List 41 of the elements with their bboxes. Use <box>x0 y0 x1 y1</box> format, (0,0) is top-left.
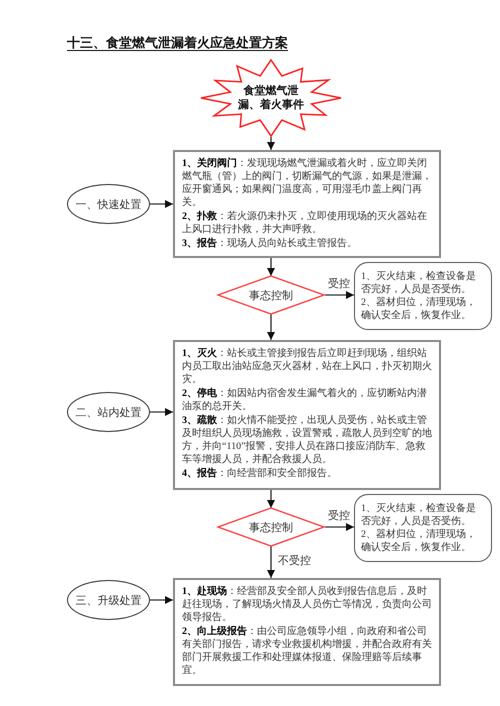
step-text: 3、报告：现场人员向站长或主管报告。 <box>182 237 358 250</box>
arrow <box>267 314 275 340</box>
result-text: 2、器材归位，清理现场，确认安全后，恢复作业。 <box>361 296 477 322</box>
step-text: 1、关闭阀门：发现现场燃气泄漏或着火时，应立即关闭燃气瓶（管）上的阀门，切断漏气的气源，如果是泄漏，应开窗通风；如果阀门温度高，可用湿毛巾盖上阀门再关。 <box>182 157 432 209</box>
step-box <box>173 578 441 686</box>
step-text: 2、停电：如因站内宿舍发生漏气着火的，应切断站内潜油泵的总开关。 <box>182 387 428 413</box>
result-box <box>354 494 492 562</box>
decision-diamond <box>218 276 324 314</box>
page-title: 十三、食堂燃气泄漏着火应急处置方案 <box>67 34 288 52</box>
edge-label: 不受控 <box>277 555 312 568</box>
edge-label: 受控 <box>327 510 351 523</box>
step-text: 2、向上级报告：由公司应急领导小组，向政府和省公司有关部门报告，请求专业救援机构增援，并配合政府有关部门开展救援工作和处理媒体报道、保险理赔等后续事宜。 <box>182 625 432 677</box>
stage-label: 一、快速处置 <box>76 198 142 212</box>
decision-label: 事态控制 <box>249 520 293 534</box>
arrow <box>150 596 173 604</box>
decision-diamond <box>218 508 324 546</box>
step-text: 1、赴现场：经营部及安全部人员收到报告信息后，及时赶往现场，了解现场火情及人员伤亡等情况，负责向公司领导报告。 <box>182 585 432 624</box>
arrow <box>267 258 275 276</box>
event-label: 食堂燃气泄漏、着火事件 <box>238 84 304 112</box>
arrow <box>150 408 173 416</box>
stage-label: 三、升级处置 <box>76 594 142 608</box>
stage-label: 二、站内处置 <box>76 406 142 420</box>
arrow <box>267 490 275 508</box>
step-text: 4、报告：向经营部和安全部报告。 <box>182 467 338 480</box>
starburst-shape <box>201 60 341 136</box>
arrow <box>324 523 354 531</box>
step-text: 2、扑救：若火源仍未扑灭，立即使用现场的灭火器站在上风口进行扑救，并大声呼救。 <box>182 210 428 236</box>
result-text: 2、器材归位，清理现场，确认安全后，恢复作业。 <box>361 528 477 554</box>
arrow <box>267 546 275 578</box>
arrow <box>150 200 173 208</box>
edge-label: 受控 <box>327 278 351 291</box>
arrow <box>267 136 275 150</box>
step-text: 3、疏散：如火情不能受控，出现人员受伤，站长或主管及时组织人员现场施救，设置警戒，疏散人员到空旷的地方，并向“110”报警，安排人员在路口接应消防车、急救车等增援人员，并配合救援人员。 <box>182 414 432 466</box>
result-text: 1、灭火结束，检查设备是否完好，人员是否受伤。 <box>361 270 477 296</box>
step-text: 1、灭火：站长或主管接到报告后立即赶到现场，组织站内员工取出油站应急灭火器材，站在上风口，扑灭初期火灾。 <box>182 347 432 386</box>
step-box <box>173 150 441 258</box>
arrow <box>324 291 354 299</box>
result-box <box>354 262 492 330</box>
step-box <box>173 340 441 490</box>
decision-label: 事态控制 <box>249 288 293 302</box>
result-text: 1、灭火结束，检查设备是否完好，人员是否受伤。 <box>361 502 477 528</box>
